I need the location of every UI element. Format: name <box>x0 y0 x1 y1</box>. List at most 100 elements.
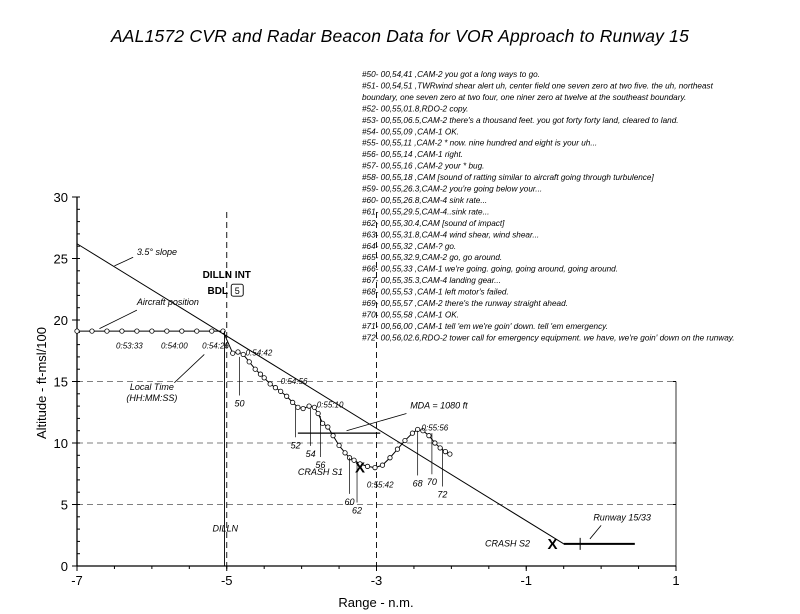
cvr-line-17: #66- 00,55,33 ,CAM-1 we're going. going,… <box>362 265 618 274</box>
remark-number-60: 60 <box>345 497 355 507</box>
bdl-box-number: 5 <box>235 286 240 296</box>
track-point <box>426 433 432 439</box>
track-point <box>246 359 252 365</box>
cvr-line-9: #58- 00,55,18 ,CAM [sound of ratting sim… <box>362 173 654 182</box>
cvr-line-18: #67- 00,55,35.3,CAM-4 landing gear... <box>362 276 501 285</box>
y-tick-label-1: 5 <box>61 498 68 513</box>
track-point <box>442 449 448 455</box>
cvr-line-12: #61- 00,55,29.5,CAM-4..sink rate... <box>362 207 489 216</box>
aircraft-position-label: Aircraft position <box>136 297 199 307</box>
x-tick-label-3: -1 <box>520 573 532 588</box>
runway-label: Runway 15/33 <box>593 512 651 522</box>
track-point <box>437 445 443 451</box>
crash-s2-label: CRASH S2 <box>485 538 530 548</box>
track-point <box>261 375 267 381</box>
remark-number-70: 70 <box>427 477 437 487</box>
cvr-line-11: #60- 00,55,26.8,CAM-4 sink rate... <box>362 196 487 205</box>
cvr-line-20: #69- 00,55,57 ,CAM-2 there's the runway … <box>362 299 568 308</box>
time-label-4: 0:54:56 <box>281 377 308 386</box>
track-point <box>209 328 215 334</box>
crash-s1-marker: X <box>355 460 365 477</box>
x-tick-label-1: -5 <box>221 573 233 588</box>
remark-number-50: 50 <box>234 398 244 408</box>
track-point <box>240 351 246 358</box>
track-point <box>330 433 336 439</box>
track-point <box>336 442 342 449</box>
cvr-line-1: #51- 00,54,51 ,TWRwind shear alert uh, c… <box>362 81 714 90</box>
track-point <box>89 328 95 334</box>
track-point <box>267 381 273 387</box>
time-label-2: 0:54:26 <box>202 341 229 350</box>
track-point <box>149 328 155 334</box>
track-point <box>257 371 264 377</box>
track-point <box>420 428 426 434</box>
track-point <box>351 457 357 463</box>
y-tick-label-5: 25 <box>54 252 68 267</box>
time-label-7: 0:55:56 <box>422 424 449 433</box>
track-point <box>179 328 185 334</box>
bdl-label: BDL <box>207 286 228 297</box>
y-tick-label-3: 15 <box>54 375 68 390</box>
remark-number-62: 62 <box>352 506 362 516</box>
track-point <box>134 328 140 334</box>
cvr-line-23: #72- 00,56,02.6,RDO-2 tower call for eme… <box>362 333 735 342</box>
track-point <box>357 461 363 467</box>
mda-label: MDA = 1080 ft <box>410 401 468 411</box>
runway-label-leader <box>589 525 602 540</box>
bdl-box <box>230 283 244 297</box>
track-point <box>319 420 326 426</box>
crash-s2-marker: X <box>547 536 557 553</box>
remark-number-56: 56 <box>315 460 325 470</box>
crash-s1-label: CRASH S1 <box>298 467 343 477</box>
track-point <box>432 440 438 446</box>
aircraft-position-leader <box>99 309 138 329</box>
cvr-line-7: #56- 00,55,14 ,CAM-1 right. <box>362 150 463 159</box>
remark-number-68: 68 <box>413 478 423 488</box>
track-point <box>295 404 301 410</box>
track-point <box>342 450 348 456</box>
cvr-line-15: #64- 00,55,32 ,CAM-? go. <box>362 242 456 251</box>
cvr-line-13: #62- 00,55,30.4,CAM [sound of impact] <box>362 219 505 228</box>
y-tick-label-0: 0 <box>61 559 68 574</box>
cvr-line-8: #57- 00,55,16 ,CAM-2 your * bug. <box>362 162 484 171</box>
y-tick-label-2: 10 <box>54 436 68 451</box>
x-tick-label-2: -3 <box>371 573 383 588</box>
track-point <box>311 404 317 410</box>
track-point <box>230 350 236 356</box>
track-point <box>119 328 125 334</box>
time-label-5: 0:55:10 <box>317 400 344 409</box>
chart-title: AAL1572 CVR and Radar Beacon Data for VO… <box>110 26 690 46</box>
mda-label-leader <box>346 413 407 432</box>
track-point <box>284 393 290 399</box>
track-point <box>447 451 453 457</box>
cvr-transcript: #50- 00,54,41 ,CAM-2 you got a long ways… <box>362 70 735 342</box>
cvr-line-6: #55- 00,55,11 ,CAM-2 * now. nine hundred… <box>362 139 597 148</box>
track-point <box>164 328 170 334</box>
track-point <box>387 455 393 461</box>
track-point <box>272 385 279 391</box>
time-label-6: 0:55:42 <box>367 480 394 489</box>
local-time-leader <box>174 354 205 384</box>
remark-number-52: 52 <box>291 440 301 450</box>
track-point <box>235 349 241 355</box>
cvr-line-19: #68- 00,55,53 ,CAM-1 left motor's failed… <box>362 288 509 297</box>
x-tick-label-0: -7 <box>71 573 83 588</box>
track-point <box>74 328 80 334</box>
track-point <box>194 328 200 334</box>
cvr-line-14: #63- 00,55,31.8,CAM-4 wind shear, wind s… <box>362 230 539 239</box>
track-point <box>290 399 296 406</box>
time-label-0: 0:53:33 <box>116 341 143 350</box>
track-point <box>315 410 321 417</box>
slope-label-leader <box>114 256 134 267</box>
remark-number-72: 72 <box>437 490 447 500</box>
x-tick-label-4: 1 <box>672 573 679 588</box>
y-tick-label-6: 30 <box>54 190 68 205</box>
local-time-label: Local Time <box>130 382 174 392</box>
cvr-line-4: #53- 00,55,06.5,CAM-2 there's a thousand… <box>362 116 679 125</box>
cvr-line-0: #50- 00,54,41 ,CAM-2 you got a long ways… <box>362 70 540 79</box>
track-point <box>300 405 306 412</box>
track-point <box>402 437 408 444</box>
track-point <box>409 430 416 436</box>
